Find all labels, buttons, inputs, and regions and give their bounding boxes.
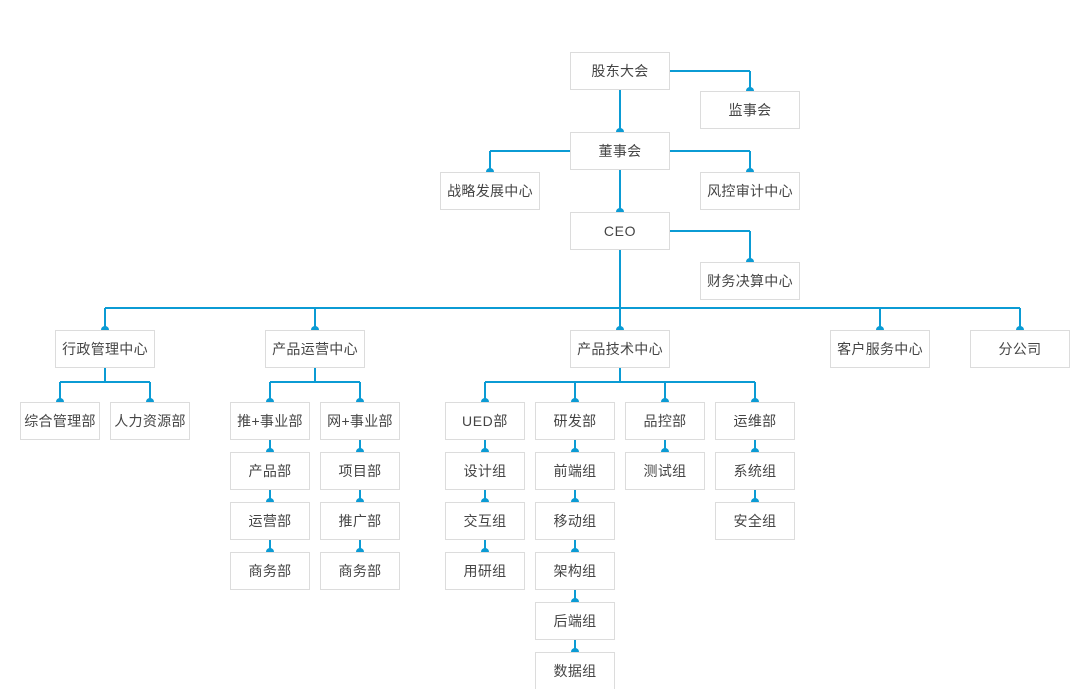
org-node-qa[interactable]: 品控部: [625, 402, 705, 440]
org-node-tui_ops[interactable]: 运营部: [230, 502, 310, 540]
org-node-ued_interact[interactable]: 交互组: [445, 502, 525, 540]
org-node-wang_project[interactable]: 项目部: [320, 452, 400, 490]
org-node-finance[interactable]: 财务决算中心: [700, 262, 800, 300]
org-node-ops_security[interactable]: 安全组: [715, 502, 795, 540]
org-node-ops_system[interactable]: 系统组: [715, 452, 795, 490]
org-node-label: 战略发展中心: [447, 183, 533, 199]
org-node-label: 综合管理部: [24, 413, 96, 429]
org-node-label: 系统组: [733, 463, 777, 479]
org-node-rd_frontend[interactable]: 前端组: [535, 452, 615, 490]
org-node-label: 风控审计中心: [707, 183, 793, 199]
org-node-label: 测试组: [643, 463, 687, 479]
org-node-rd_mobile[interactable]: 移动组: [535, 502, 615, 540]
org-node-label: 运营部: [248, 513, 292, 529]
org-node-label: 品控部: [643, 413, 687, 429]
org-node-ued[interactable]: UED部: [445, 402, 525, 440]
org-node-label: 商务部: [338, 563, 382, 579]
org-node-rd[interactable]: 研发部: [535, 402, 615, 440]
org-node-ops[interactable]: 运维部: [715, 402, 795, 440]
org-node-label: 推广部: [338, 513, 382, 529]
org-node-label: 移动组: [553, 513, 597, 529]
org-node-ceo[interactable]: CEO: [570, 212, 670, 250]
org-node-label: 产品部: [248, 463, 292, 479]
org-node-tui_biz[interactable]: 商务部: [230, 552, 310, 590]
org-node-label: 产品运营中心: [272, 341, 358, 357]
org-node-label: 架构组: [553, 563, 597, 579]
org-node-label: 用研组: [463, 563, 507, 579]
org-node-wang_biz[interactable]: 商务部: [320, 552, 400, 590]
org-node-ued_design[interactable]: 设计组: [445, 452, 525, 490]
org-node-label: 数据组: [553, 663, 597, 679]
org-node-riskaudit[interactable]: 风控审计中心: [700, 172, 800, 210]
org-node-general_mgmt[interactable]: 综合管理部: [20, 402, 100, 440]
org-node-label: 研发部: [553, 413, 597, 429]
org-node-admin_center[interactable]: 行政管理中心: [55, 330, 155, 368]
org-node-wang_promo[interactable]: 推广部: [320, 502, 400, 540]
org-node-rd_backend[interactable]: 后端组: [535, 602, 615, 640]
org-node-tui_product[interactable]: 产品部: [230, 452, 310, 490]
org-node-rd_data[interactable]: 数据组: [535, 652, 615, 689]
org-node-tech_center[interactable]: 产品技术中心: [570, 330, 670, 368]
org-node-label: 项目部: [338, 463, 382, 479]
org-node-label: 分公司: [998, 341, 1042, 357]
org-node-label: CEO: [603, 223, 637, 239]
org-node-rd_arch[interactable]: 架构组: [535, 552, 615, 590]
org-node-label: 股东大会: [591, 63, 649, 79]
org-node-board[interactable]: 董事会: [570, 132, 670, 170]
org-node-label: 推+事业部: [237, 413, 303, 429]
org-node-hr[interactable]: 人力资源部: [110, 402, 190, 440]
org-node-label: 财务决算中心: [707, 273, 793, 289]
org-node-prodops_center[interactable]: 产品运营中心: [265, 330, 365, 368]
org-node-branch[interactable]: 分公司: [970, 330, 1070, 368]
org-node-service_center[interactable]: 客户服务中心: [830, 330, 930, 368]
org-node-tui_bu[interactable]: 推+事业部: [230, 402, 310, 440]
org-node-label: 前端组: [553, 463, 597, 479]
org-node-supervisory[interactable]: 监事会: [700, 91, 800, 129]
org-node-label: UED部: [462, 413, 508, 429]
org-node-label: 监事会: [728, 102, 772, 118]
org-node-label: 行政管理中心: [62, 341, 148, 357]
org-node-label: 人力资源部: [114, 413, 186, 429]
org-node-label: 后端组: [553, 613, 597, 629]
org-node-shareholders[interactable]: 股东大会: [570, 52, 670, 90]
org-node-label: 客户服务中心: [837, 341, 923, 357]
org-node-label: 网+事业部: [327, 413, 393, 429]
org-node-ued_research[interactable]: 用研组: [445, 552, 525, 590]
org-node-qa_test[interactable]: 测试组: [625, 452, 705, 490]
org-node-label: 交互组: [463, 513, 507, 529]
org-node-label: 商务部: [248, 563, 292, 579]
org-node-wang_bu[interactable]: 网+事业部: [320, 402, 400, 440]
org-node-label: 安全组: [733, 513, 777, 529]
org-node-label: 董事会: [598, 143, 642, 159]
org-node-label: 运维部: [733, 413, 777, 429]
org-node-label: 产品技术中心: [577, 341, 663, 357]
org-node-label: 设计组: [463, 463, 507, 479]
org-node-strategy[interactable]: 战略发展中心: [440, 172, 540, 210]
